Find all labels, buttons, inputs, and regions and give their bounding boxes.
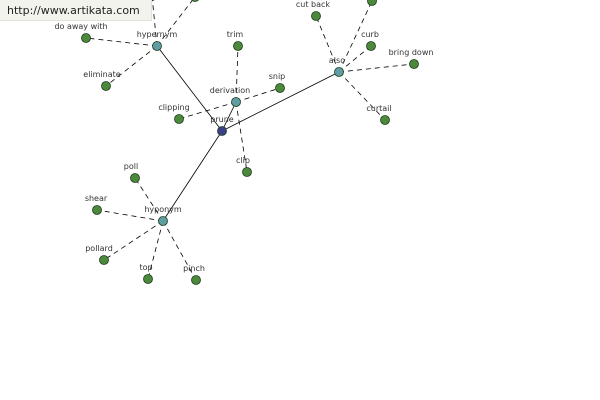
node-clip[interactable] [242, 167, 252, 177]
node-label-clip: clip [236, 156, 250, 165]
node-also-up[interactable] [367, 0, 377, 6]
edge-hyponym-top [147, 220, 164, 280]
node-top[interactable] [143, 274, 153, 284]
node-trim[interactable] [233, 41, 243, 51]
edge-prune-derivation [221, 101, 237, 132]
labels: prune hypernym derivation also hyponym do awa… [54, 0, 433, 273]
edge-also-cut-back [315, 15, 340, 73]
node-label-curb: curb [361, 30, 379, 39]
node-bring-down[interactable] [409, 59, 419, 69]
node-label-pinch: pinch [183, 264, 205, 273]
edge-derivation-snip [235, 87, 281, 103]
node-hyponym[interactable] [158, 216, 168, 226]
edge-hypernym-hypernym-up-1 [151, 0, 158, 47]
node-label-clipping: clipping [158, 103, 189, 112]
edges [85, 0, 415, 281]
node-label-pollard: pollard [85, 244, 113, 253]
edge-hypernym-hypernym-up-2 [156, 0, 194, 47]
edge-hypernym-do-away-with [85, 37, 158, 47]
edge-also-also-up [338, 0, 373, 73]
node-label-poll: poll [124, 162, 138, 171]
edge-hyponym-pollard [103, 220, 164, 261]
node-label-eliminate: eliminate [83, 70, 120, 79]
node-hypernym[interactable] [152, 41, 162, 51]
nodes [81, 0, 419, 285]
edge-derivation-clip [235, 101, 248, 173]
node-label-top: top [139, 263, 152, 272]
edge-hypernym-eliminate [105, 45, 158, 87]
node-label-curtail: curtail [366, 104, 391, 113]
node-label-snip: snip [269, 72, 286, 81]
node-derivation[interactable] [231, 97, 241, 107]
edge-also-bring-down [338, 63, 415, 73]
node-also[interactable] [334, 67, 344, 77]
node-poll[interactable] [130, 173, 140, 183]
node-hypernym-up-2[interactable] [191, 0, 200, 2]
node-label-shear: shear [85, 194, 108, 203]
node-label-also: also [329, 56, 345, 65]
edge-derivation-clipping [178, 101, 237, 120]
edge-hyponym-shear [96, 209, 164, 222]
node-curb[interactable] [366, 41, 376, 51]
edge-also-curtail [338, 71, 386, 121]
node-curtail[interactable] [380, 115, 390, 125]
node-clipping[interactable] [174, 114, 184, 124]
node-do-away-with[interactable] [81, 33, 91, 43]
node-cut-back[interactable] [311, 11, 321, 21]
watermark-link[interactable]: http://www.artikata.com [0, 0, 152, 21]
edge-prune-hypernym [156, 45, 223, 132]
node-shear[interactable] [92, 205, 102, 215]
node-snip[interactable] [275, 83, 285, 93]
node-label-do-away-with: do away with [54, 22, 107, 31]
node-pinch[interactable] [191, 275, 201, 285]
node-label-hypernym: hypernym [137, 30, 178, 39]
node-label-prune: prune [210, 115, 234, 124]
edge-derivation-trim [235, 45, 239, 103]
node-label-cut-back: cut back [296, 0, 331, 9]
node-label-derivation: derivation [210, 86, 250, 95]
edge-also-curb [338, 45, 372, 73]
edge-prune-also [221, 71, 340, 132]
edge-hyponym-poll [134, 177, 164, 222]
node-label-hyponym: hyponym [144, 205, 182, 214]
node-label-bring-down: bring down [389, 48, 434, 57]
node-eliminate[interactable] [101, 81, 111, 91]
edge-prune-hyponym [162, 130, 223, 222]
node-prune[interactable] [217, 126, 227, 136]
node-label-trim: trim [227, 30, 244, 39]
edge-hyponym-pinch [162, 220, 197, 281]
node-pollard[interactable] [99, 255, 109, 265]
